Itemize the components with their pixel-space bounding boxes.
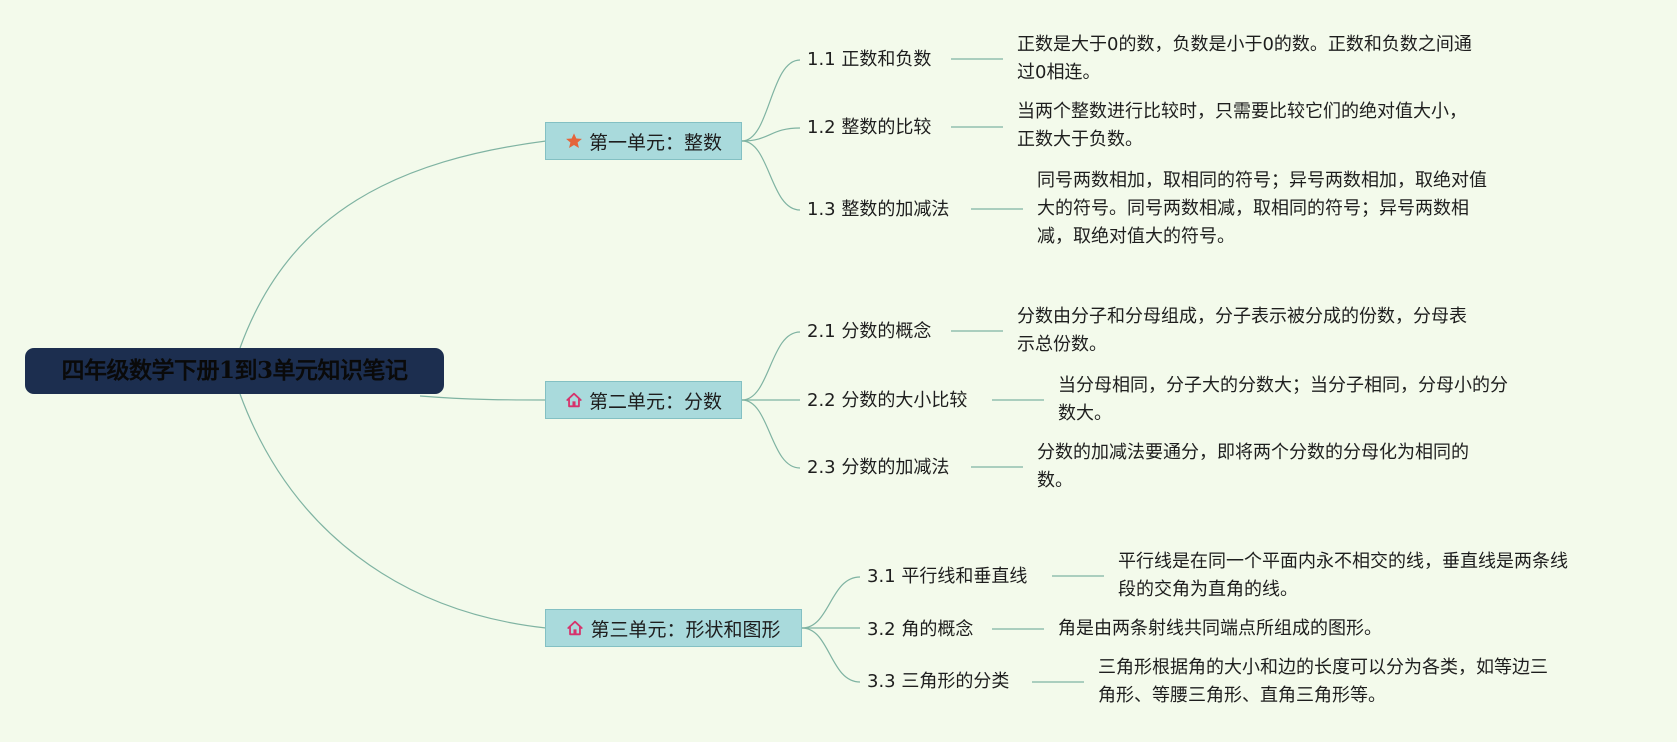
unit-1-label: 第一单元：整数	[588, 131, 722, 154]
link-unit1-topic1	[741, 59, 801, 142]
link-unit2-topic3	[741, 399, 801, 469]
note-line: 同号两数相加，取相同的符号；异号两数相加，取绝对值	[1037, 170, 1487, 191]
link-unit3-topic3	[801, 627, 861, 683]
note-line: 角形、等腰三角形、直角三角形等。	[1098, 685, 1386, 706]
unit-3-node[interactable]: 第三单元：形状和图形	[545, 609, 802, 647]
note-line: 分数的加减法要通分，即将两个分数的分母化为相同的	[1037, 442, 1469, 463]
house-icon	[567, 620, 584, 636]
unit-1-node[interactable]: 第一单元：整数	[545, 122, 742, 160]
topic-3-1[interactable]: 3.1 平行线和垂直线	[867, 566, 1028, 587]
topic-2-2[interactable]: 2.2 分数的大小比较	[807, 390, 968, 411]
note-line: 正数大于负数。	[1017, 129, 1143, 150]
topic-3-3[interactable]: 3.3 三角形的分类	[867, 671, 1010, 692]
topic-1-2[interactable]: 1.2 整数的比较	[807, 117, 932, 138]
note-line: 减，取绝对值大的符号。	[1037, 226, 1235, 247]
note-line: 数。	[1037, 470, 1073, 491]
note-line: 三角形根据角的大小和边的长度可以分为各类，如等边三	[1098, 657, 1548, 678]
unit-2-label: 第二单元：分数	[588, 390, 722, 413]
topic-1-3[interactable]: 1.3 整数的加减法	[807, 199, 950, 220]
link-unit1-topic2	[741, 127, 801, 142]
note-line: 平行线是在同一个平面内永不相交的线，垂直线是两条线	[1118, 551, 1568, 572]
note-line: 当两个整数进行比较时，只需要比较它们的绝对值大小，	[1017, 101, 1467, 122]
star-icon	[566, 133, 582, 149]
house-icon	[566, 392, 582, 408]
topic-1-1[interactable]: 1.1 正数和负数	[807, 49, 932, 70]
note-2-1: 分数由分子和分母组成，分子表示被分成的份数，分母表 示总份数。	[1017, 303, 1467, 359]
note-1-2: 当两个整数进行比较时，只需要比较它们的绝对值大小， 正数大于负数。	[1017, 98, 1467, 154]
note-line: 正数是大于0的数，负数是小于0的数。正数和负数之间通	[1017, 34, 1472, 55]
note-1-3: 同号两数相加，取相同的符号；异号两数相加，取绝对值 大的符号。同号两数相减，取相…	[1037, 167, 1487, 251]
note-2-2: 当分母相同，分子大的分数大；当分子相同，分母小的分 数大。	[1058, 372, 1508, 428]
link-unit1-topic3	[741, 140, 801, 211]
note-3-3: 三角形根据角的大小和边的长度可以分为各类，如等边三 角形、等腰三角形、直角三角形…	[1098, 654, 1548, 710]
link-unit3-topic1	[801, 576, 861, 629]
topic-2-1[interactable]: 2.1 分数的概念	[807, 321, 932, 342]
note-3-2: 角是由两条射线共同端点所组成的图形。	[1058, 615, 1382, 643]
note-1-1: 正数是大于0的数，负数是小于0的数。正数和负数之间通 过0相连。	[1017, 31, 1472, 87]
note-3-1: 平行线是在同一个平面内永不相交的线，垂直线是两条线 段的交角为直角的线。	[1118, 548, 1568, 604]
note-line: 段的交角为直角的线。	[1118, 579, 1298, 600]
topic-2-3[interactable]: 2.3 分数的加减法	[807, 457, 950, 478]
note-2-3: 分数的加减法要通分，即将两个分数的分母化为相同的 数。	[1037, 439, 1469, 495]
topic-3-2[interactable]: 3.2 角的概念	[867, 619, 974, 640]
root-topic[interactable]: 四年级数学下册1到3单元知识笔记	[25, 348, 444, 394]
unit-3-label: 第三单元：形状和图形	[590, 618, 781, 641]
note-line: 过0相连。	[1017, 62, 1101, 83]
note-line: 大的符号。同号两数相减，取相同的符号；异号两数相	[1037, 198, 1469, 219]
note-line: 示总份数。	[1017, 334, 1107, 355]
unit-2-node[interactable]: 第二单元：分数	[545, 381, 742, 419]
link-unit2-topic1	[741, 331, 801, 401]
note-line: 分数由分子和分母组成，分子表示被分成的份数，分母表	[1017, 306, 1467, 327]
link-root-unit1	[239, 140, 547, 349]
note-line: 角是由两条射线共同端点所组成的图形。	[1058, 618, 1382, 639]
note-line: 数大。	[1058, 403, 1112, 424]
link-root-unit2	[419, 395, 547, 401]
note-line: 当分母相同，分子大的分数大；当分子相同，分母小的分	[1058, 375, 1508, 396]
link-root-unit3	[239, 393, 547, 629]
